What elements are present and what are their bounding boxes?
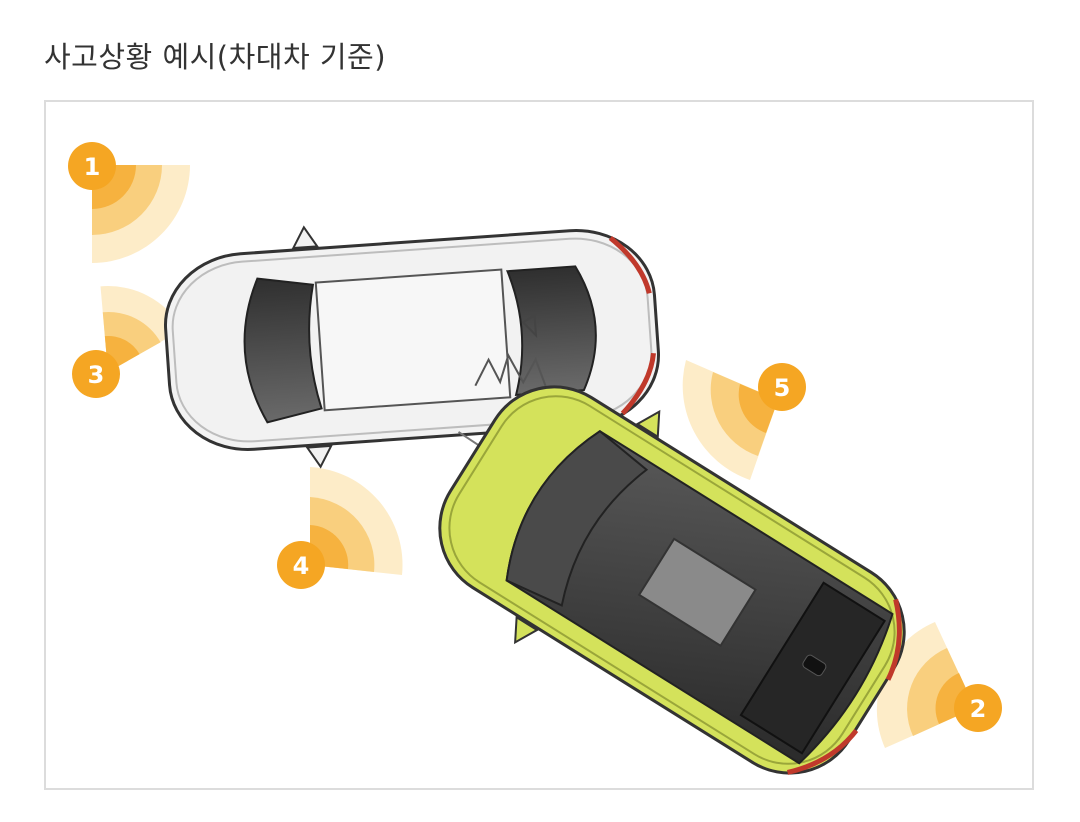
page-title: 사고상황 예시(차대차 기준) (44, 40, 387, 74)
marker-1-label: 1 (84, 153, 101, 181)
marker-5-label: 5 (774, 374, 791, 402)
marker-4: 4 (277, 541, 325, 589)
marker-1: 1 (68, 142, 116, 190)
marker-2: 2 (954, 684, 1002, 732)
marker-5: 5 (758, 363, 806, 411)
marker-3-label: 3 (88, 361, 105, 389)
impact-wave-3 (100, 286, 183, 372)
impact-wave-1 (92, 165, 190, 263)
marker-4-label: 4 (293, 552, 310, 580)
marker-2-label: 2 (970, 695, 987, 723)
yellow-car (438, 385, 906, 775)
marker-3: 3 (72, 350, 120, 398)
